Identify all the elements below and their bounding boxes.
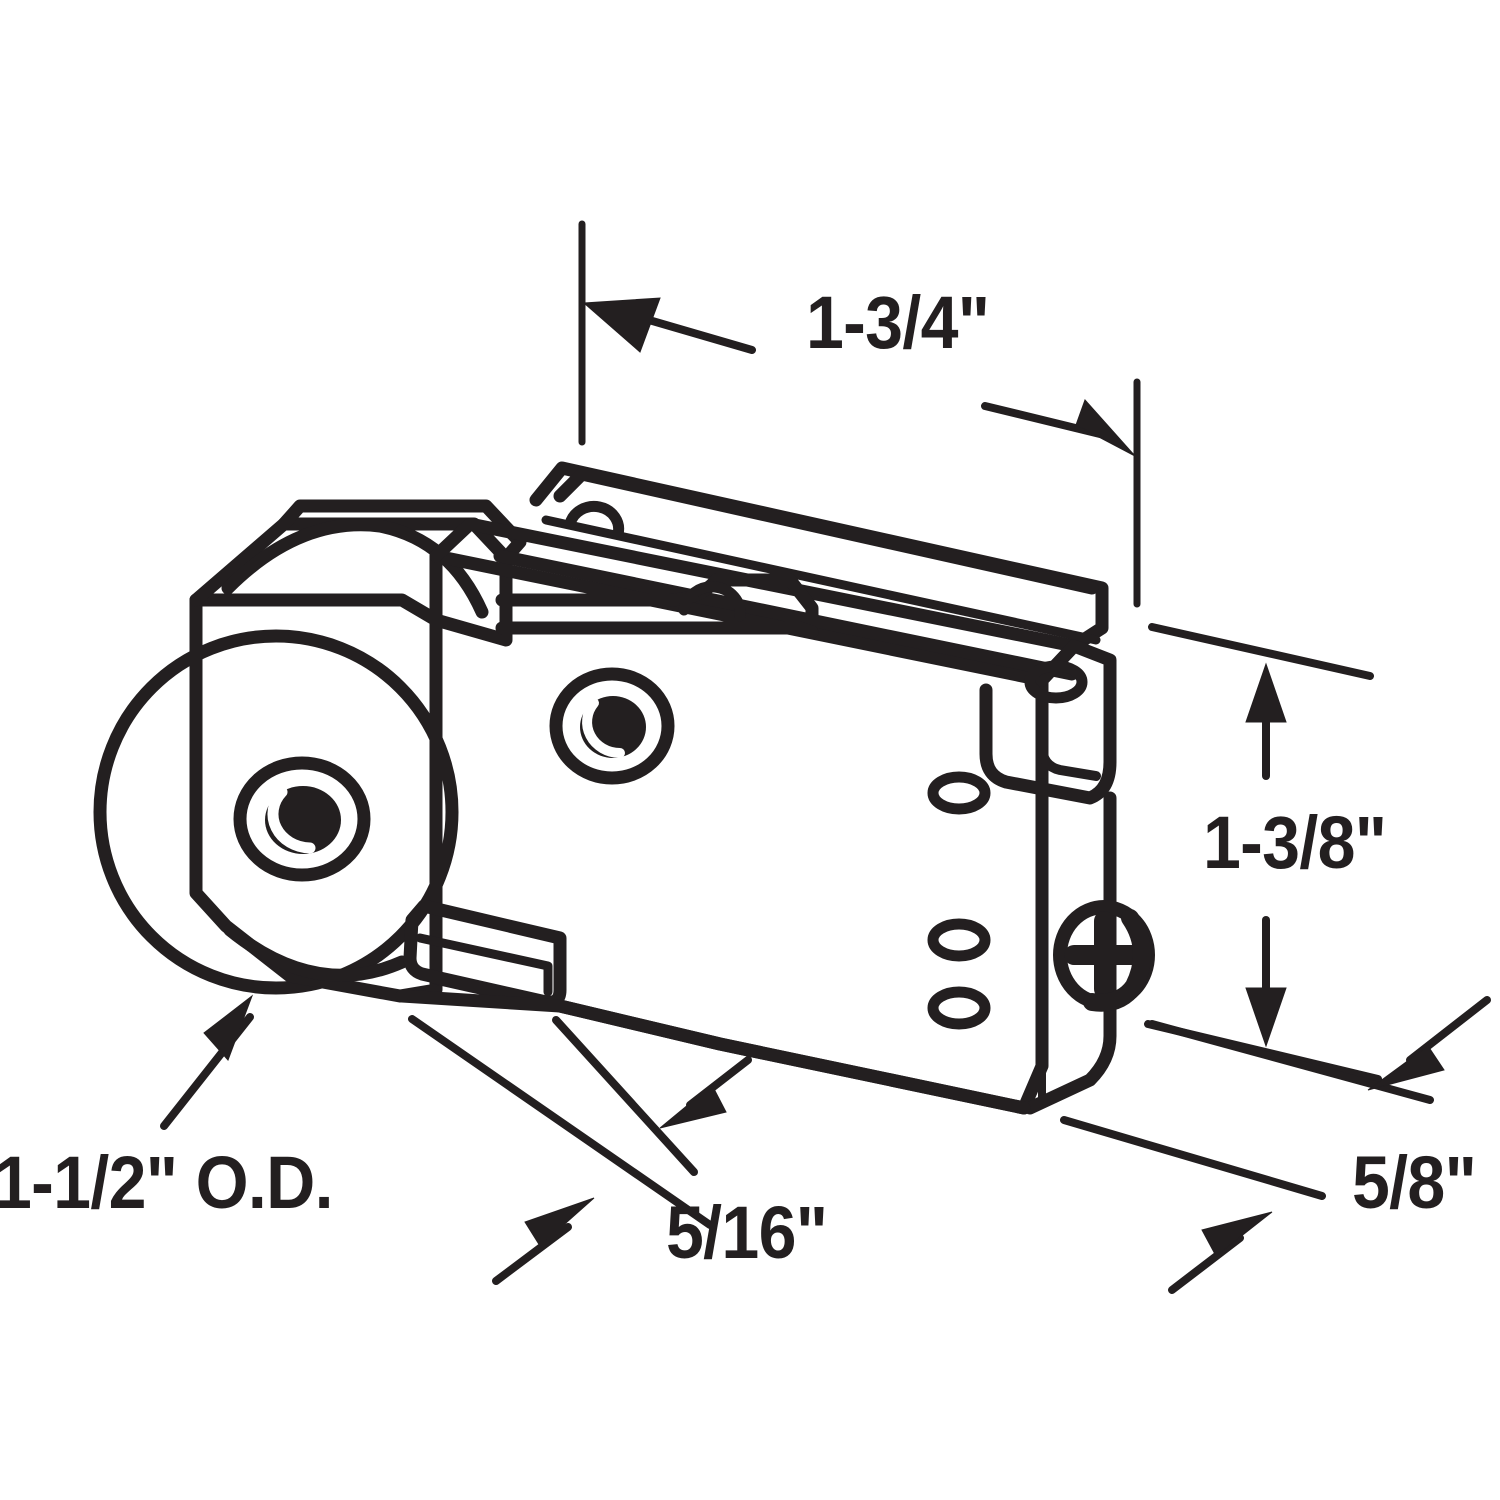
dim-line-depth-bottom (1168, 1234, 1244, 1294)
phillips-screw-shadow (1083, 909, 1152, 1012)
dimension-lines (160, 220, 1491, 1294)
rivet-hole-2 (927, 771, 991, 815)
bottom-tab-inner-line (415, 933, 553, 997)
arrowhead-flange-left (524, 1197, 595, 1247)
inner-tongue-lower-edge (495, 621, 819, 639)
axle-hole-outer (233, 756, 371, 882)
arrowhead-height-up (1245, 662, 1287, 723)
top-rail-tab-upper (564, 500, 625, 540)
arrowhead-flange-right (659, 1084, 727, 1129)
wheel-housing-top-edge (277, 499, 527, 565)
phillips-screw-slot (1064, 911, 1144, 999)
arrowhead-width-right (1075, 399, 1136, 457)
inner-tongue-tab (678, 581, 746, 622)
arrowhead-depth-bottom (1201, 1211, 1273, 1257)
leader-line-width-right (981, 402, 1104, 438)
roller-assembly-geometry (93, 461, 1155, 1115)
adjustment-hole-outer (549, 667, 675, 785)
arrowhead-height-down (1245, 987, 1287, 1048)
roller-wheel (93, 629, 459, 995)
axle-hole-highlight (267, 786, 316, 854)
extension-line-flange-right (552, 1016, 698, 1176)
rivet-hole-1 (1024, 660, 1088, 704)
arrowhead-depth-top (1367, 1045, 1445, 1091)
dimension-label-wheel-diameter: 1-1/2" O.D. (0, 1141, 334, 1224)
dim-line-flange-left (492, 1223, 572, 1285)
arrowhead-od (203, 994, 254, 1061)
wheel-housing-top-chamfer (189, 517, 513, 647)
adjustment-hole-highlight (582, 698, 625, 758)
top-rail-inner (553, 467, 1099, 595)
dimension-label-width: 1-3/4" (806, 281, 990, 364)
arrowhead-width-left (582, 297, 661, 353)
extension-line-height-top (1148, 623, 1374, 680)
bracket-right-outer-edge (1023, 791, 1117, 1115)
rivet-hole-4 (927, 986, 991, 1030)
bracket-right-flange-inner (1037, 691, 1101, 781)
bracket-inner-rail (493, 549, 1079, 681)
extension-line-flange-left (408, 1015, 714, 1229)
wheel-crown-arc (221, 518, 489, 619)
dimension-label-height: 1-3/8" (1203, 801, 1387, 884)
bracket-right-flange (979, 639, 1117, 805)
extension-line-depth-top (1148, 1020, 1434, 1104)
extension-line-depth-bottom (1060, 1116, 1326, 1200)
bracket-bottom-edge (395, 989, 1031, 1115)
dimension-label-depth: 5/8" (1352, 1141, 1477, 1224)
dimension-label-flange: 5/16" (666, 1191, 828, 1274)
wheel-bottom-arc (223, 923, 409, 982)
top-rail-mid-line (541, 515, 1101, 645)
rivet-hole-3 (927, 918, 991, 962)
top-rail-outer (529, 461, 1109, 653)
